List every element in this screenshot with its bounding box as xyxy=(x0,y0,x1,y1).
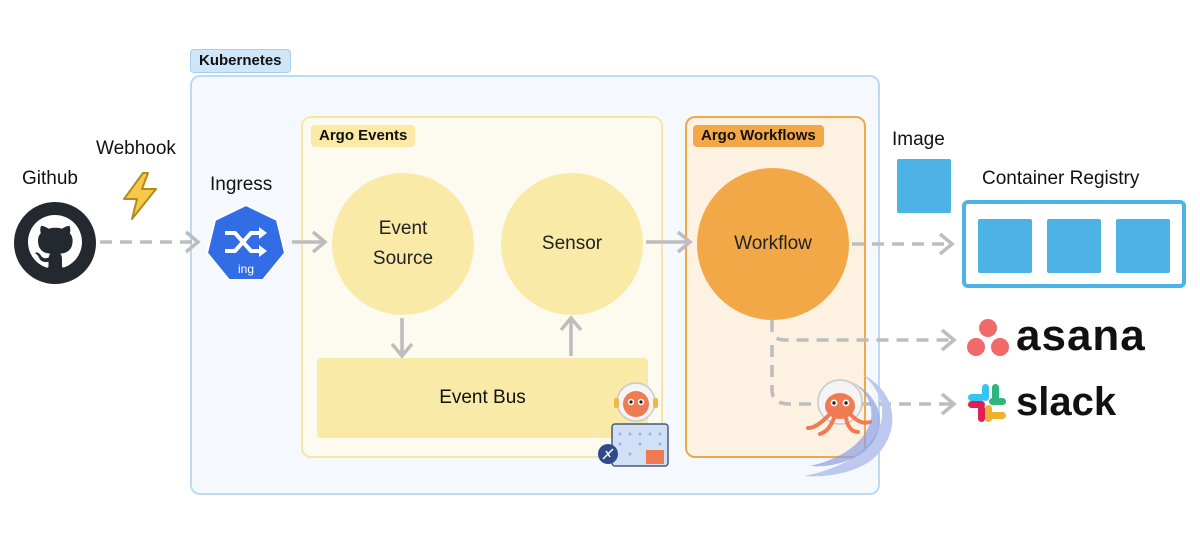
container-registry-box xyxy=(962,200,1186,288)
slack-icon xyxy=(968,384,1006,422)
asana-icon xyxy=(967,319,1009,356)
slack-wordmark: slack xyxy=(1016,380,1117,424)
github-label: Github xyxy=(22,168,78,189)
event-source-label-line1: Event xyxy=(378,218,428,239)
argo-events-label: Argo Events xyxy=(311,125,416,147)
ingress-icon: ing xyxy=(205,203,287,281)
kubernetes-label: Kubernetes xyxy=(190,49,291,73)
github-icon xyxy=(14,202,96,284)
workflow-node: Workflow xyxy=(697,168,849,320)
ingress-badge: ing xyxy=(238,262,254,276)
event-source-node: Event Source xyxy=(332,173,474,315)
sensor-label: Sensor xyxy=(541,233,603,254)
ingress-label: Ingress xyxy=(210,174,273,195)
image-label: Image xyxy=(892,129,945,150)
container-registry-label: Container Registry xyxy=(982,168,1140,189)
argo-workflows-mascot-icon xyxy=(804,374,893,477)
registry-image-slot xyxy=(1116,219,1170,273)
webhook-label: Webhook xyxy=(96,138,176,159)
registry-image-slot xyxy=(1047,219,1101,273)
argo-events-mascot-icon xyxy=(598,382,669,467)
event-bus-node: Event Bus xyxy=(317,358,648,438)
lightning-icon xyxy=(123,172,157,220)
event-bus-label: Event Bus xyxy=(439,387,526,408)
arrow-workflow-slack xyxy=(770,345,952,406)
sensor-node: Sensor xyxy=(501,173,643,315)
workflow-label: Workflow xyxy=(734,233,812,254)
argo-workflows-label: Argo Workflows xyxy=(693,125,824,147)
event-source-label-line2: Source xyxy=(372,248,434,269)
registry-image-slot xyxy=(978,219,1032,273)
asana-wordmark: asana xyxy=(1016,311,1146,360)
arrow-workflow-asana xyxy=(770,320,952,342)
image-icon xyxy=(897,159,951,213)
